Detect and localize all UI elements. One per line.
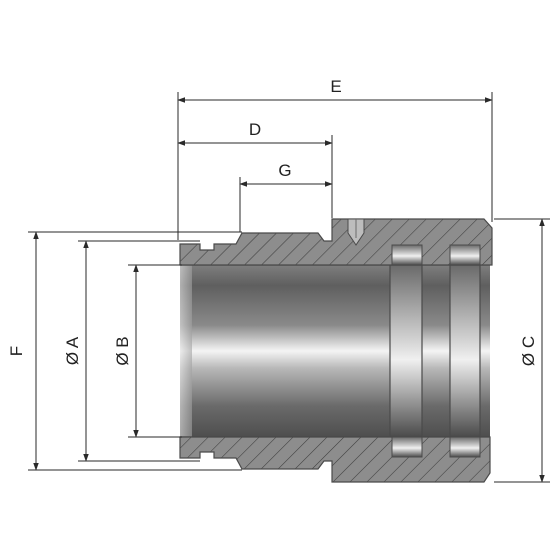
label-e: E: [330, 77, 341, 96]
label-d: D: [249, 120, 261, 139]
label-f: F: [7, 346, 26, 356]
bore-body: [180, 264, 490, 438]
dimension-lines: [28, 92, 550, 483]
label-diameter-c: Ø C: [519, 336, 538, 366]
label-diameter-b: Ø B: [113, 336, 132, 365]
upper-wall-section: [179, 218, 493, 266]
label-g: G: [278, 161, 291, 180]
lower-wall-section: [179, 436, 491, 483]
label-diameter-a: Ø A: [63, 336, 82, 365]
